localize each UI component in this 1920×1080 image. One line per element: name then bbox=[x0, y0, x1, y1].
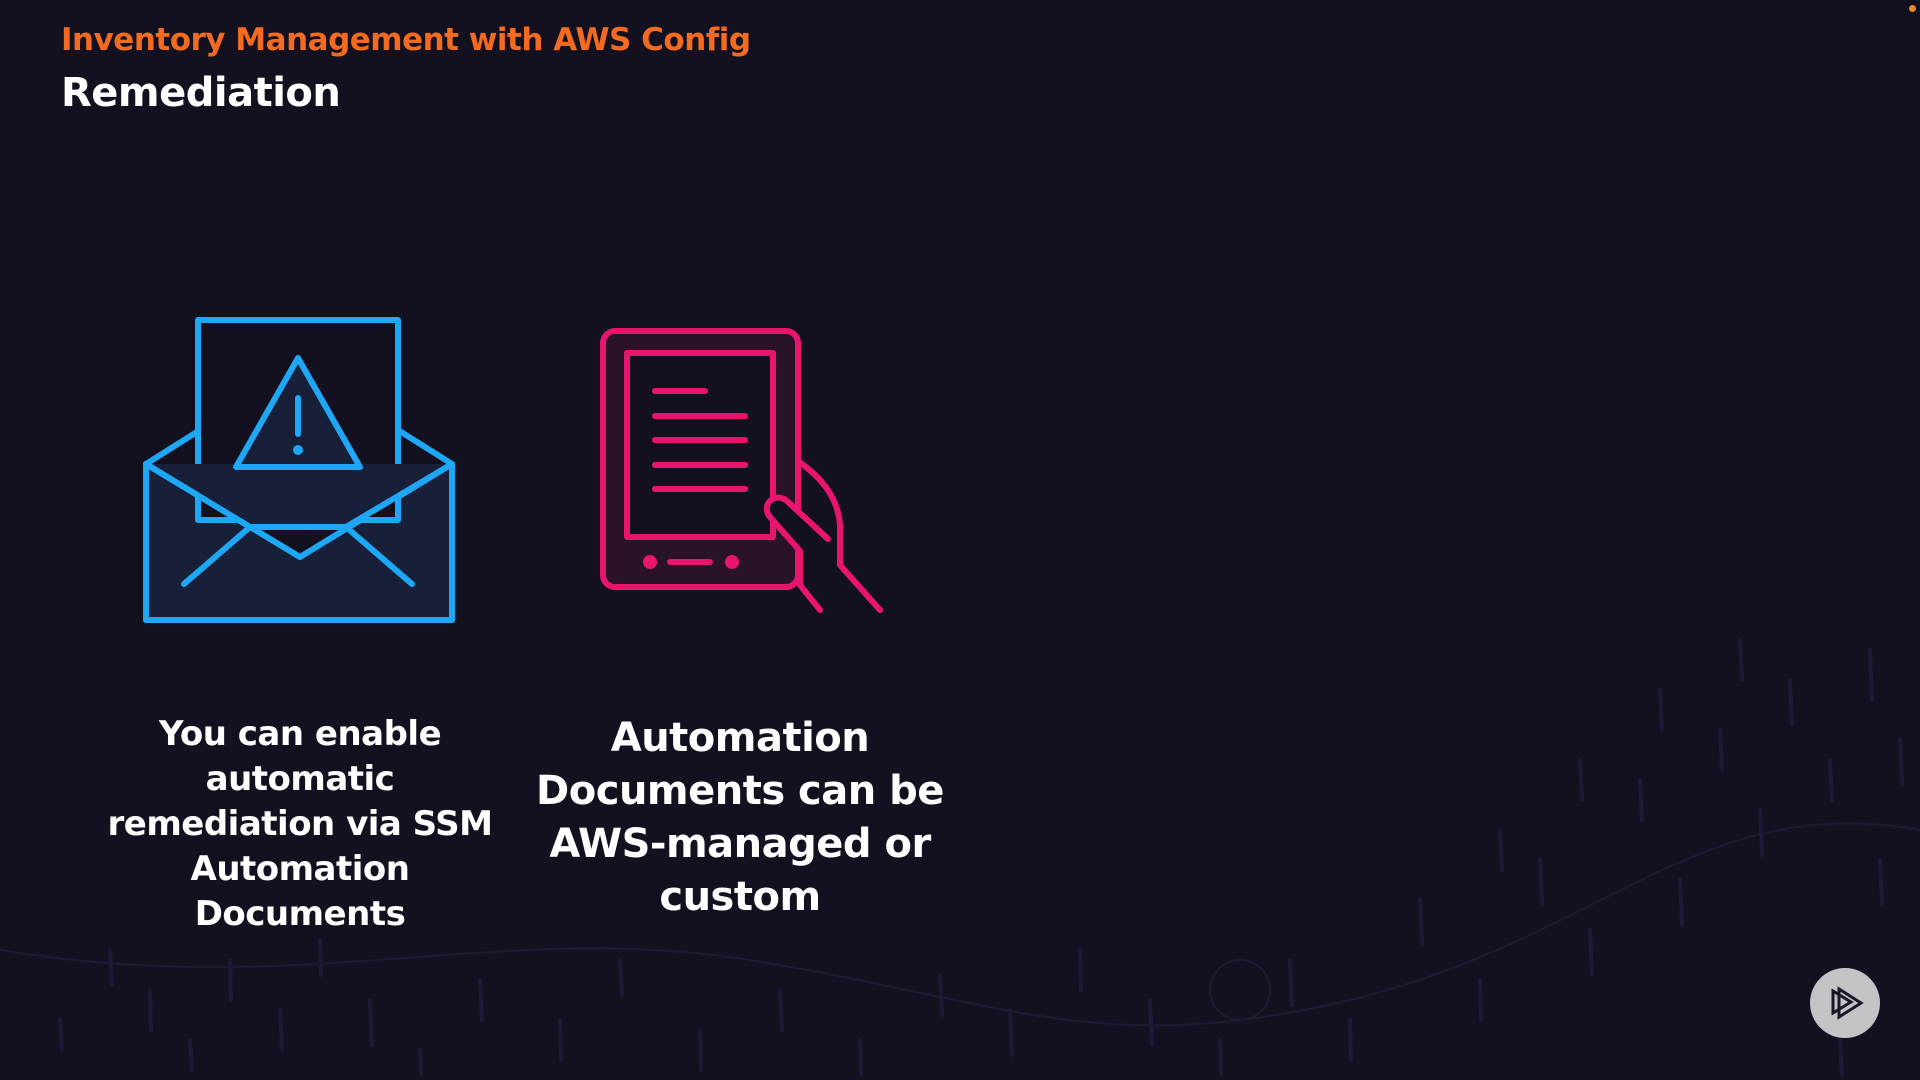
caption-automation-documents: Automation Documents can be AWS-managed … bbox=[536, 715, 944, 920]
slide-title: Remediation bbox=[61, 70, 341, 116]
brand-dot bbox=[1909, 5, 1916, 12]
caption-automatic-remediation: You can enable automatic remediation via… bbox=[107, 714, 493, 934]
tablet-document-icon bbox=[600, 328, 883, 613]
pluralsight-play-logo-icon bbox=[1810, 968, 1880, 1038]
envelope-warning-icon bbox=[143, 317, 455, 623]
course-title: Inventory Management with AWS Config bbox=[61, 22, 751, 58]
